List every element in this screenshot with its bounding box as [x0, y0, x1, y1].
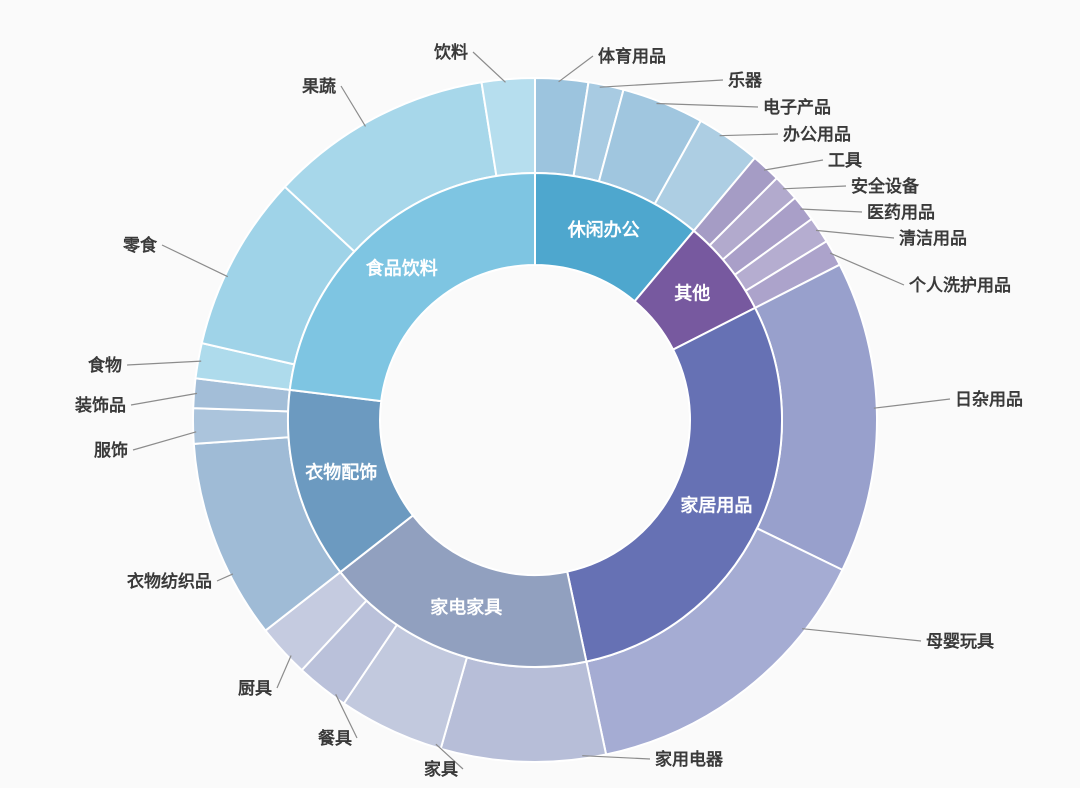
- outer-segment-label: 清洁用品: [899, 228, 967, 248]
- leader-line: [800, 208, 863, 213]
- outer-segment-label: 乐器: [728, 71, 763, 90]
- leader-line: [472, 51, 506, 83]
- inner-segment-label: 衣物配饰: [305, 461, 377, 482]
- inner-segment: [288, 171, 536, 403]
- leader-line: [763, 159, 824, 171]
- leader-line: [873, 398, 951, 409]
- leader-line: [802, 628, 922, 642]
- leader-line: [435, 743, 464, 770]
- outer-segment-label: 家用电器: [655, 749, 724, 769]
- outer-segment-label: 个人洗护用品: [908, 275, 1011, 295]
- leader-line: [599, 79, 724, 88]
- outer-segment-label: 果蔬: [302, 77, 336, 96]
- outer-segment: [439, 656, 608, 763]
- outer-segment-label: 日杂用品: [955, 389, 1023, 409]
- leader-line: [656, 102, 759, 108]
- outer-segment-label: 安全设备: [851, 176, 920, 196]
- leader-line: [130, 392, 198, 406]
- inner-segment-label: 食品饮料: [365, 257, 438, 278]
- leader-line: [335, 694, 358, 739]
- leader-line: [340, 85, 367, 127]
- inner-segment: [338, 513, 588, 668]
- leader-line: [132, 431, 197, 451]
- leader-line: [161, 244, 229, 278]
- leader-line: [582, 755, 651, 760]
- leader-line: [829, 252, 905, 286]
- outer-segment-label: 电子产品: [763, 97, 831, 117]
- outer-segment-label: 衣物纺织品: [127, 571, 212, 591]
- outer-segment-label: 服饰: [94, 440, 128, 460]
- outer-segment-label: 餐具: [318, 728, 352, 748]
- outer-segment-label: 工具: [828, 151, 862, 170]
- leader-line: [815, 229, 895, 239]
- outer-segment-label: 医药用品: [867, 202, 935, 222]
- outer-segment-label: 饮料: [433, 42, 468, 62]
- outer-segment-label: 装饰品: [74, 395, 126, 415]
- outer-segment-label: 体育用品: [598, 46, 666, 66]
- inner-segment-label: 休闲办公: [567, 219, 640, 240]
- inner-segment-label: 家电家具: [430, 597, 502, 618]
- leader-line: [126, 360, 202, 366]
- inner-segment-label: 其他: [674, 283, 710, 304]
- leader-line: [216, 573, 234, 582]
- outer-segment-label: 办公用品: [783, 124, 851, 144]
- outer-segment-label: 母婴玩具: [926, 632, 994, 651]
- leader-line: [558, 55, 594, 83]
- inner-segment: [566, 306, 784, 663]
- outer-segment-label: 零食: [122, 235, 158, 255]
- leader-line: [782, 185, 847, 190]
- leader-line: [719, 133, 779, 137]
- outer-segment: [191, 407, 290, 445]
- outer-segment-label: 厨具: [238, 679, 272, 698]
- inner-segment-label: 家居用品: [680, 494, 752, 515]
- leader-line: [276, 655, 292, 689]
- outer-segment-label: 食物: [88, 355, 122, 375]
- outer-segment-label: 家具: [424, 759, 458, 779]
